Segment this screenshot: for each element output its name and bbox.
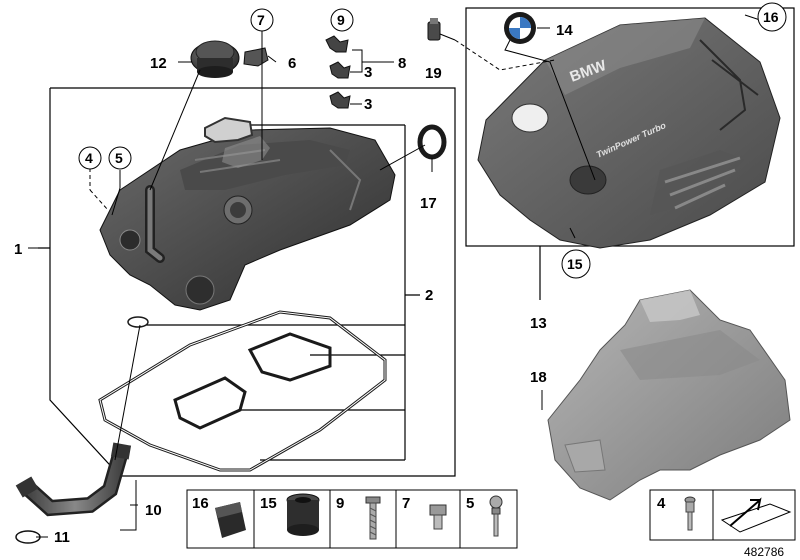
callout-10: 10 <box>145 502 162 519</box>
heat-shield-18[interactable] <box>547 289 791 501</box>
strip-label-7: 7 <box>402 495 410 512</box>
strip-label-5: 5 <box>466 495 474 512</box>
callout-7: 7 <box>257 12 265 28</box>
callout-6: 6 <box>288 55 296 72</box>
callout-9: 9 <box>337 12 345 28</box>
diagram-icon <box>720 497 792 533</box>
callout-8: 8 <box>398 55 406 72</box>
emblem-seat <box>569 165 607 195</box>
strip-label-16: 16 <box>192 495 209 512</box>
clip-3a-part[interactable] <box>329 61 351 79</box>
callout-circle-4 <box>78 146 102 170</box>
callout-14: 14 <box>556 22 573 39</box>
callout-1: 1 <box>14 241 22 258</box>
callout-13: 13 <box>530 315 547 332</box>
gasket-7-part[interactable] <box>204 116 254 144</box>
bottom-right-box: 4 <box>649 489 796 541</box>
screw-9[interactable] <box>365 496 381 540</box>
callout-4: 4 <box>85 150 93 166</box>
vent-hose-10[interactable] <box>15 442 132 517</box>
strip-label-15: 15 <box>260 495 277 512</box>
callout-12: 12 <box>150 55 167 72</box>
callout-11: 11 <box>54 529 70 546</box>
engine-cover-13[interactable]: BMW TwinPower Turbo <box>477 17 781 249</box>
gasket-2-part[interactable] <box>98 310 387 472</box>
bolt-7[interactable] <box>429 504 447 530</box>
callout-circle-5 <box>108 146 132 170</box>
strip-label-9: 9 <box>336 495 344 512</box>
callout-3a: 3 <box>364 64 372 81</box>
sensor-19-part[interactable] <box>427 18 441 41</box>
oil-filler-cap-12[interactable] <box>190 40 240 78</box>
seal-ring-17[interactable] <box>417 124 447 160</box>
clip-3b-part[interactable] <box>329 91 351 109</box>
frame-cylinder-head-cover <box>38 87 456 477</box>
callout-circle-9 <box>330 8 354 32</box>
bottom-right-label-4: 4 <box>657 495 666 512</box>
callout-3b: 3 <box>364 96 372 113</box>
callout-2: 2 <box>425 287 433 304</box>
bmw-emblem-14[interactable] <box>504 12 536 44</box>
callout-circle-7 <box>250 8 274 32</box>
ball-stud-5[interactable] <box>489 495 503 537</box>
leader-lines <box>28 14 761 538</box>
cylinder-head-cover-1[interactable] <box>99 127 396 311</box>
rubber-pad-16[interactable] <box>215 502 246 538</box>
callout-circle-15 <box>561 249 591 279</box>
callout-19: 19 <box>425 65 442 82</box>
callout-15: 15 <box>567 256 583 272</box>
stud-4[interactable] <box>684 496 696 531</box>
clip-9-part[interactable] <box>325 35 349 53</box>
callouts: 1 2 3 3 6 8 10 11 12 13 14 17 18 19 4 5 … <box>14 2 787 546</box>
diagram-number: 482786 <box>744 545 784 559</box>
oil-filler-opening <box>511 103 549 133</box>
bracket-6-part[interactable] <box>243 47 269 67</box>
callout-16: 16 <box>763 9 779 25</box>
callout-5: 5 <box>115 150 123 166</box>
bottom-parts-strip: 16 15 9 7 5 <box>186 489 518 549</box>
callout-18: 18 <box>530 369 547 386</box>
callout-circle-16 <box>757 2 787 32</box>
grommet-15[interactable] <box>286 493 320 536</box>
frame-engine-cover <box>465 7 795 300</box>
callout-17: 17 <box>420 195 437 212</box>
